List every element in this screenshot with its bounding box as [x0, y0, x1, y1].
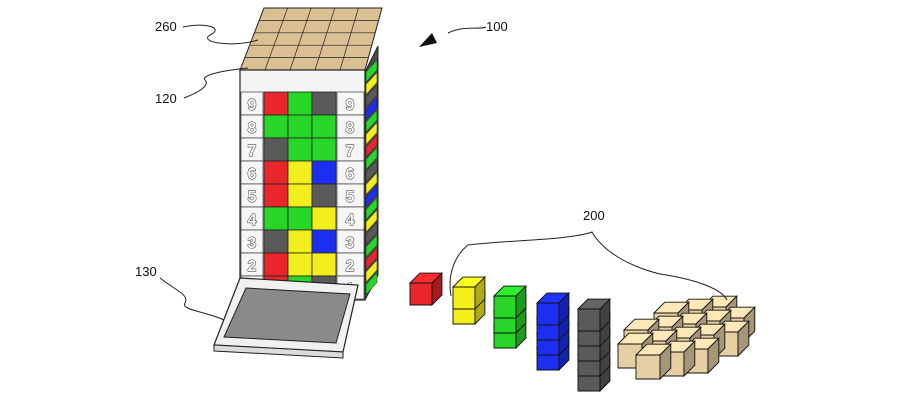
side-cell: [365, 159, 378, 183]
right-number-column: 987654321: [336, 91, 365, 300]
grid-cell: [287, 229, 313, 254]
grid-cell: [287, 160, 313, 185]
grid-cell: [287, 91, 313, 116]
left-number: 4: [248, 212, 257, 229]
tower-side-face: [364, 45, 379, 301]
left-number: 7: [248, 143, 257, 160]
left-number: 9: [248, 97, 257, 114]
right-number: 4: [346, 212, 355, 229]
grid-cell: [311, 183, 337, 208]
grid-cell: [263, 183, 289, 208]
grid-cell: [311, 114, 337, 139]
grid-cell: [311, 91, 337, 116]
grid-cell: [311, 206, 337, 231]
side-cell: [365, 71, 378, 96]
right-number: 3: [346, 235, 355, 252]
side-cell: [365, 84, 378, 108]
grid-cell: [263, 137, 289, 162]
grid-cell: [287, 114, 313, 139]
side-cell: [365, 134, 378, 158]
side-cell: [365, 184, 378, 208]
side-cell: [365, 196, 378, 221]
color-grid: [263, 91, 337, 300]
grid-cell: [263, 252, 289, 277]
grid-cell: [311, 160, 337, 185]
ref-label-260: 260: [155, 19, 177, 34]
right-number: 8: [346, 120, 355, 137]
tower-front-face: 987654321 987654321: [239, 69, 366, 301]
ref-label-120: 120: [155, 91, 177, 106]
right-number: 9: [346, 97, 355, 114]
grid-cell: [287, 137, 313, 162]
right-number: 2: [346, 258, 355, 275]
side-cell: [365, 259, 378, 283]
side-cell: [365, 171, 378, 196]
grid-cell: [263, 114, 289, 139]
grid-cell: [287, 252, 313, 277]
side-cell: [365, 96, 378, 121]
green-piece: [492, 285, 527, 350]
leader-lines: [159, 24, 728, 321]
side-cell: [365, 234, 378, 258]
left-number: 5: [248, 189, 257, 206]
blue-piece: [535, 292, 570, 372]
base-tray: [213, 277, 359, 359]
game-pieces: [408, 272, 611, 393]
left-number: 8: [248, 120, 257, 137]
side-cell: [365, 109, 378, 133]
side-cell: [365, 209, 378, 233]
right-number: 6: [346, 166, 355, 183]
left-number: 6: [248, 166, 257, 183]
yellow-piece: [451, 276, 486, 326]
side-cell: [365, 146, 378, 171]
grid-cell: [287, 183, 313, 208]
grid-cell: [311, 137, 337, 162]
red-piece: [408, 272, 443, 307]
side-cell: [365, 59, 378, 83]
ref-label-130: 130: [135, 264, 157, 279]
grid-cell: [263, 206, 289, 231]
grid-cell: [263, 160, 289, 185]
left-number-column: 987654321: [240, 91, 264, 300]
grid-cell: [263, 229, 289, 254]
side-cell: [365, 221, 378, 246]
ref-label-200: 200: [583, 208, 605, 223]
right-number: 5: [346, 189, 355, 206]
left-number: 3: [248, 235, 257, 252]
left-number: 2: [248, 258, 257, 275]
grid-cell: [287, 206, 313, 231]
side-cell: [365, 271, 378, 296]
grid-cell: [311, 229, 337, 254]
grid-cell: [263, 91, 289, 116]
tan-cube-cluster: [616, 295, 756, 381]
gray-piece: [576, 298, 611, 393]
side-cell: [365, 246, 378, 271]
ref-label-100: 100: [486, 19, 508, 34]
right-number: 7: [346, 143, 355, 160]
side-cell: [365, 121, 378, 146]
grid-cell: [311, 252, 337, 277]
arrow-head: [419, 33, 437, 47]
